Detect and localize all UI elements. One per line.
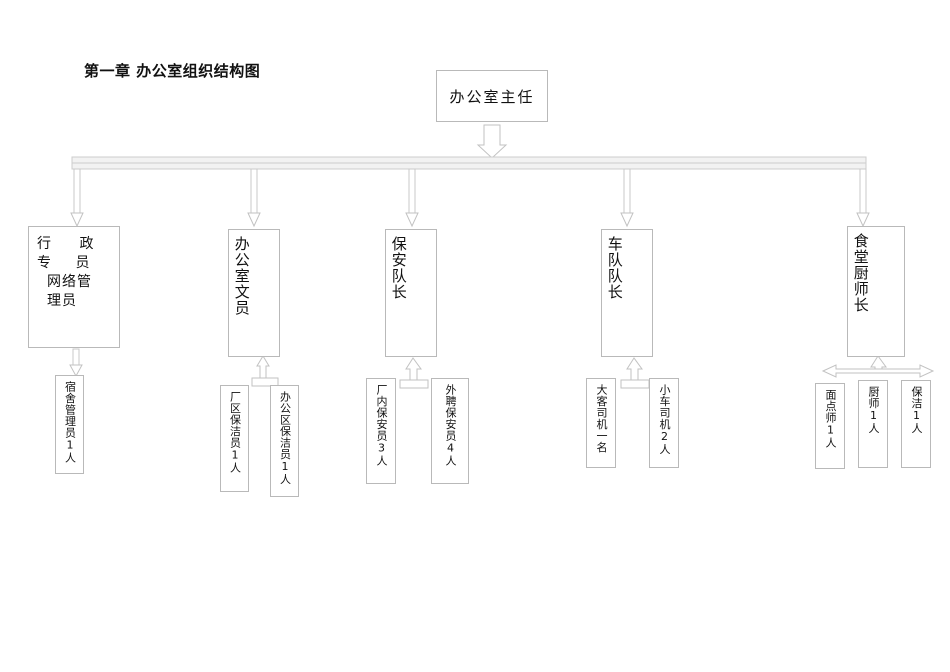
box-dormitory-manager[interactable]: 宿舍管理员1人 [55,375,84,474]
connector-dept2-to-children [251,355,279,387]
box-fleet-captain[interactable]: 车队队长 [601,229,653,357]
box-pastry-chef-label: 面点师1人 [823,389,837,449]
box-car-driver-label: 小车司机2人 [657,384,671,455]
box-cook-label: 厨师1人 [866,386,880,434]
connector-bar-to-dept-4 [620,168,634,228]
box-admin-specialist-network-admin[interactable]: 行 政 专 员 网络管 理员 [28,226,120,348]
connector-bar-to-dept-1 [70,168,84,228]
connector-root-to-bar [476,124,508,159]
box-canteen-head-chef[interactable]: 食堂厨师长 [847,226,905,357]
connector-dept3-to-children [399,357,429,389]
connector-dept1-to-children [69,348,83,378]
horizontal-distribution-bar [71,156,867,170]
box-in-plant-security-guard[interactable]: 厂内保安员3人 [366,378,396,484]
dept1-line-4: 理员 [47,292,77,309]
box-security-captain[interactable]: 保安队长 [385,229,437,357]
box-pastry-chef[interactable]: 面点师1人 [815,383,845,469]
box-office-area-cleaner-label: 办公区保洁员1人 [278,391,292,485]
box-plant-area-cleaner[interactable]: 厂区保洁员1人 [220,385,249,492]
box-plant-area-cleaner-label: 厂区保洁员1人 [228,391,242,474]
box-dormitory-manager-label: 宿舍管理员1人 [63,381,77,464]
box-canteen-cleaner[interactable]: 保洁1人 [901,380,931,468]
box-canteen-head-chef-label: 食堂厨师长 [851,233,870,313]
box-coach-driver[interactable]: 大客司机一名 [586,378,616,468]
box-fleet-captain-label: 车队队长 [605,236,624,300]
box-outsourced-security-guard-label: 外聘保安员4人 [443,384,457,467]
box-office-clerk-label: 办公室文员 [232,236,251,316]
box-cook[interactable]: 厨师1人 [858,380,888,468]
dept1-line-1: 行 政 [37,236,106,252]
box-office-clerk[interactable]: 办公室文员 [228,229,280,357]
box-outsourced-security-guard[interactable]: 外聘保安员4人 [431,378,469,484]
box-in-plant-security-guard-label: 厂内保安员3人 [374,384,388,467]
box-office-area-cleaner[interactable]: 办公区保洁员1人 [270,385,299,497]
box-canteen-cleaner-label: 保洁1人 [909,386,923,434]
box-coach-driver-label: 大客司机一名 [594,384,608,453]
page-title: 第一章 办公室组织结构图 [84,62,261,80]
box-car-driver[interactable]: 小车司机2人 [649,378,679,468]
connector-dept4-to-children [620,357,650,389]
box-security-captain-label: 保安队长 [389,236,408,300]
connector-bar-to-dept-5 [856,168,870,228]
dept1-line-3: 网络管 [47,273,92,290]
connector-bar-to-dept-3 [405,168,419,228]
box-office-director[interactable]: 办公室主任 [436,70,548,122]
dept1-line-2: 专 员 [37,254,100,271]
box-office-director-label: 办公室主任 [449,87,535,106]
connector-dept5-to-children [821,355,935,378]
connector-bar-to-dept-2 [247,168,261,228]
